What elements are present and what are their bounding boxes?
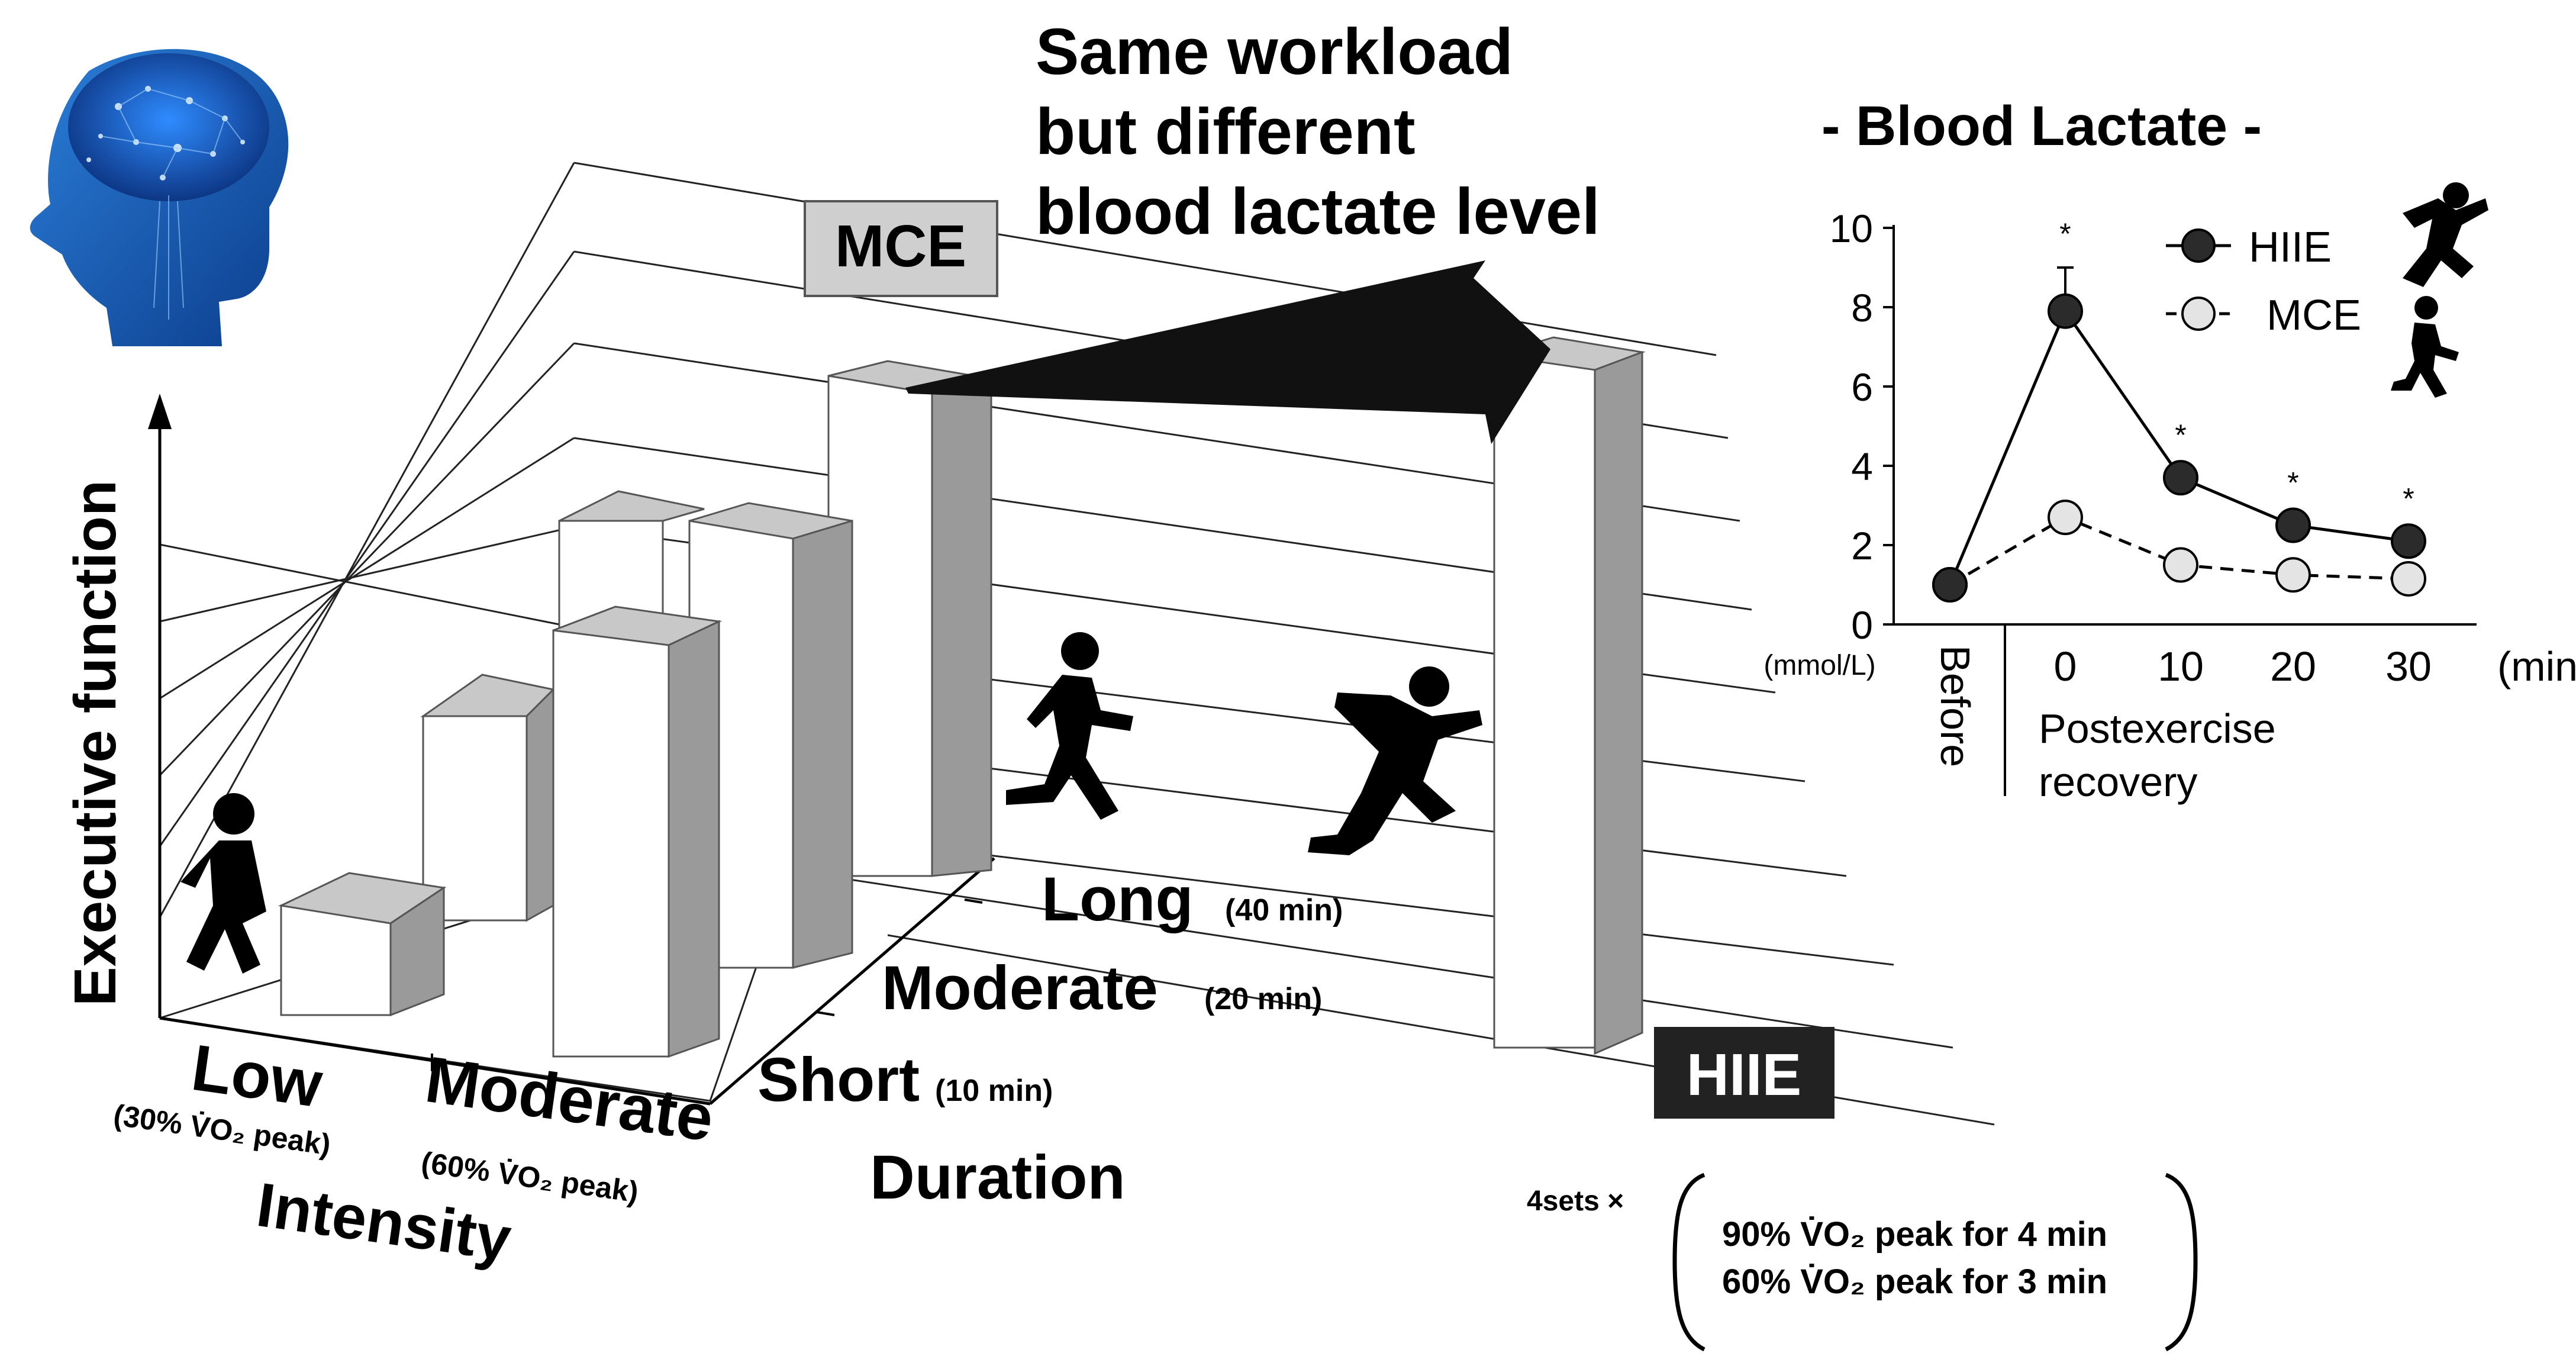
chart-x-label-line1: Postexercise [2039,706,2276,752]
chart-y-unit: (mmol/L) [1763,650,1875,681]
left-bracket [1672,1172,1705,1352]
significance-marker: * [2059,217,2071,250]
y-tick-label: 8 [1851,286,1873,330]
data-point-hiie [2048,293,2083,329]
data-point-mce [2275,557,2311,593]
headline-line3: blood lactate level [1036,175,1600,248]
chart-x-label-line2: recovery [2039,759,2197,805]
y-tick-label: 10 [1830,207,1873,250]
brisk-walk-person-icon [1006,632,1133,820]
data-point-mce [2048,500,2083,536]
comparison-arrow [905,260,1550,444]
duration-axis-label: Duration [870,1143,1126,1212]
data-point-mce [2391,561,2426,597]
y-axis-label: Executive function [62,480,128,1006]
duration-long-label: Long [1042,865,1194,934]
headline: Same workload but different blood lactat… [1036,15,1600,248]
intensity-axis [159,1016,711,1106]
bar-low-short [278,872,447,1017]
data-point-hiie [1932,567,1968,603]
protocol-line1: 90% V̇O₂ peak for 4 min [1722,1215,2107,1254]
y-tick-label: 6 [1851,365,1873,409]
protocol-multiplier: 4sets × [1527,1186,1624,1217]
significance-marker: * [2175,418,2186,452]
y-axis-arrow [148,394,172,1018]
hiie-protocol: 4sets × 90% V̇O₂ peak for 4 min 60% V̇O₂… [1527,1172,2198,1352]
headline-line2: but different [1036,95,1416,168]
chart-legend: HIIE MCE [2166,224,2361,339]
duration-long-sub: (40 min) [1225,893,1343,927]
hiie-label: HIIE [1687,1042,1801,1108]
bar-low-moderate [420,674,556,922]
bar-moderate-short [552,605,723,1058]
bar-hiie [1493,336,1646,1055]
right-bracket [2165,1172,2198,1352]
chart-title: - Blood Lactate - [1821,95,2262,157]
x-tick-label: 20 [2270,643,2316,690]
running-person-icon [1308,666,1482,855]
x-tick-label: 0 [2054,643,2077,690]
y-tick-label: 0 [1851,603,1873,647]
duration-short-label: Short [757,1045,920,1114]
protocol-line2: 60% V̇O₂ peak for 3 min [1722,1262,2107,1301]
duration-moderate-sub: (20 min) [1204,982,1322,1016]
significance-marker: * [2403,482,2414,515]
chart-x-unit: (min) [2497,643,2576,690]
legend-walker-icon [2391,296,2459,398]
x-tick-label: Before [1932,645,1978,767]
x-tick-label: 30 [2385,643,2432,690]
data-point-hiie [2163,460,2198,496]
data-point-hiie [2275,507,2311,543]
duration-axis [709,857,995,1105]
y-tick-label: 4 [1851,444,1873,488]
y-tick-label: 2 [1851,524,1873,568]
x-tick-label: 10 [2158,643,2204,690]
duration-short-sub: (10 min) [935,1074,1053,1108]
legend-mce: MCE [2267,292,2361,339]
mce-label-box [804,200,998,297]
walking-person-icon [180,793,266,974]
hiie-label-box [1654,1027,1835,1119]
headline-line1: Same workload [1036,15,1513,88]
data-point-mce [2163,547,2198,583]
brain-head-icon [30,49,289,347]
duration-moderate-label: Moderate [882,954,1158,1023]
legend-hiie: HIIE [2249,224,2332,271]
data-point-hiie [2391,523,2426,559]
intensity-low-label: Low [188,1031,327,1121]
bar-chart-3d [148,162,1995,1126]
legend-runner-icon [2403,182,2488,287]
significance-marker: * [2287,466,2298,500]
mce-label: MCE [835,213,966,279]
